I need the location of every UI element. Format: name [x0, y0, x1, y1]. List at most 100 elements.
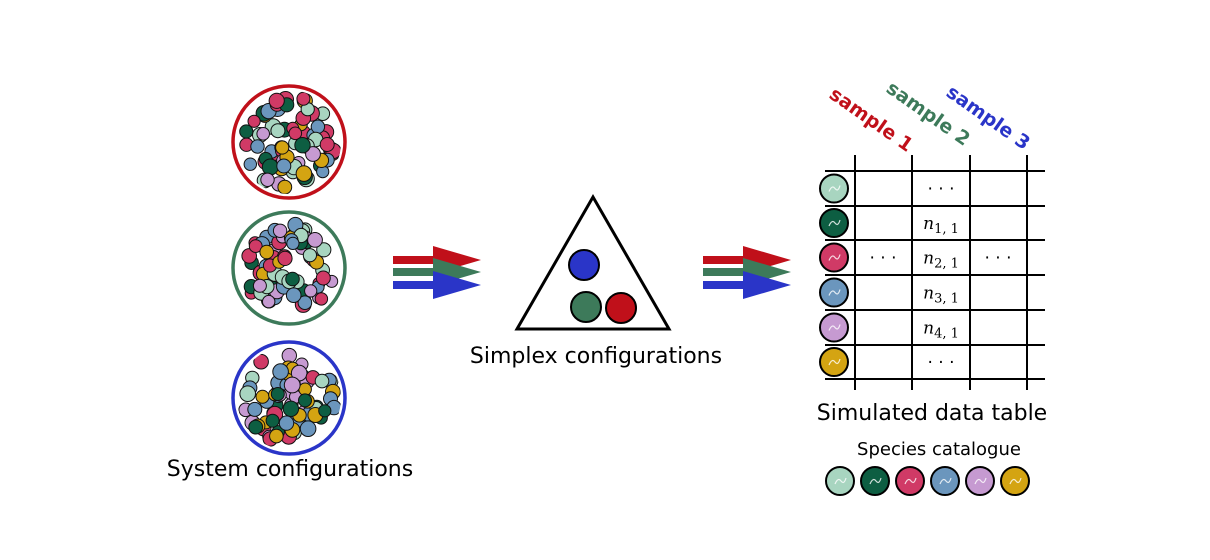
- cell-left: · · ·: [869, 249, 896, 269]
- particle: [299, 420, 317, 438]
- particle: [250, 139, 265, 154]
- particle: [282, 400, 300, 417]
- species-catalogue-label: Species catalogue: [857, 439, 1021, 460]
- system-configurations-group: [231, 84, 347, 456]
- simplex-circle-blue: [568, 249, 600, 281]
- particle: [239, 385, 256, 403]
- particle: [305, 146, 321, 162]
- system-configuration-3: [231, 340, 347, 456]
- particle: [272, 223, 288, 239]
- arrow-simplex-to-table: [703, 246, 791, 299]
- particle: [259, 244, 275, 260]
- system-ring: [231, 340, 347, 456]
- species-6-icon: [819, 347, 849, 377]
- particle: [261, 158, 279, 176]
- species-3-icon: [895, 466, 925, 496]
- particle: [294, 137, 311, 154]
- particle: [243, 157, 258, 171]
- simulated-data-table: sample 1 sample 2 sample 3 · · ·n1, 1· ·…: [819, 77, 1045, 390]
- arrow-head-blue: [433, 271, 481, 299]
- particle: [275, 140, 290, 155]
- sample-labels: sample 1 sample 2 sample 3: [825, 77, 1034, 157]
- species-2-icon: [819, 208, 849, 238]
- particle: [260, 172, 275, 188]
- species-1-icon: [825, 466, 855, 496]
- particle: [295, 165, 313, 182]
- arrow-stripe-red: [393, 256, 438, 264]
- species-particles: [238, 347, 341, 447]
- particle: [307, 232, 323, 248]
- particle: [239, 124, 254, 139]
- system-ring: [231, 84, 347, 200]
- particle: [276, 158, 292, 174]
- particle: [247, 114, 261, 128]
- particle: [252, 278, 267, 293]
- cell-middle: n2, 1: [923, 249, 959, 272]
- particle: [310, 119, 326, 134]
- simplex-circle-red: [605, 292, 637, 324]
- particle: [253, 353, 269, 370]
- particle: [248, 239, 263, 254]
- system-configurations-label: System configurations: [167, 457, 413, 482]
- particle: [285, 287, 302, 304]
- particle: [302, 248, 317, 263]
- particle: [255, 389, 270, 404]
- system-configuration-1: [231, 84, 347, 200]
- cell-middle: · · ·: [927, 180, 954, 200]
- particle: [265, 413, 280, 428]
- particle: [288, 126, 303, 141]
- cell-middle: n4, 1: [923, 319, 959, 342]
- species-6-icon: [1000, 466, 1030, 496]
- system-ring: [231, 210, 347, 326]
- arrow-stripe-green: [703, 268, 748, 276]
- particle: [277, 250, 293, 266]
- particle: [268, 92, 285, 109]
- row-species-icons: [819, 173, 849, 377]
- species-catalogue: [825, 466, 1030, 496]
- particle: [262, 294, 276, 309]
- particle: [272, 363, 289, 380]
- simplex-circle-green: [570, 291, 602, 323]
- species-particles: [241, 216, 339, 313]
- arrow-stripe-blue: [703, 281, 748, 289]
- species-particles: [239, 91, 341, 194]
- particle: [315, 270, 331, 286]
- particle: [278, 415, 295, 431]
- particle: [247, 401, 263, 417]
- cell-middle: · · ·: [927, 353, 954, 373]
- particle: [256, 127, 271, 141]
- arrow-systems-to-simplex: [393, 246, 481, 299]
- particle: [316, 242, 332, 258]
- particle: [270, 123, 286, 139]
- particle: [285, 271, 300, 287]
- particle: [270, 387, 285, 401]
- table-grid: [825, 155, 1045, 390]
- particle: [314, 373, 330, 389]
- particle: [286, 236, 300, 250]
- cell-right: · · ·: [984, 249, 1011, 269]
- simulated-data-table-label: Simulated data table: [817, 401, 1047, 426]
- cell-middle: n3, 1: [923, 284, 959, 307]
- particle: [319, 137, 335, 152]
- system-configuration-2: [231, 210, 347, 326]
- particle: [248, 419, 264, 435]
- table-cells: · · · n1, 1 · · · · · · n2, 1 n3, 1 n4, 1 · · ·: [869, 180, 1011, 374]
- particle: [318, 404, 332, 418]
- particle: [283, 376, 301, 394]
- species-3-icon: [819, 242, 849, 273]
- simplex-configurations-label: Simplex configurations: [470, 344, 722, 369]
- species-4-icon: [930, 466, 960, 496]
- species-1-icon: [819, 173, 849, 204]
- cell-middle: n1, 1: [923, 214, 959, 237]
- particle: [297, 295, 313, 311]
- particle: [296, 91, 311, 106]
- simplex-group: [514, 193, 672, 331]
- species-5-icon: [819, 312, 849, 343]
- arrow-stripe-red: [703, 256, 748, 264]
- species-4-icon: [819, 277, 849, 308]
- arrow-stripe-blue: [393, 281, 438, 289]
- species-2-icon: [860, 466, 890, 496]
- particle: [314, 292, 329, 306]
